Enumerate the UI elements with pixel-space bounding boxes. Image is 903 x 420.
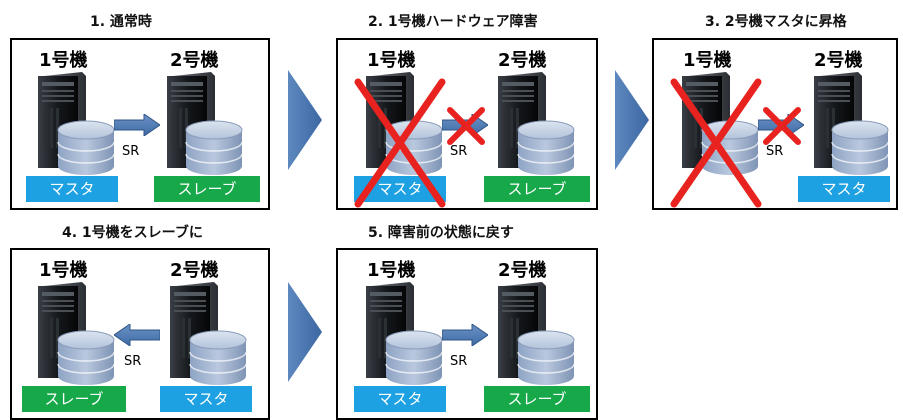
sr-label: SR <box>766 144 784 159</box>
sr-label: SR <box>124 354 142 369</box>
database-1-icon <box>56 120 116 176</box>
sr-label: SR <box>450 144 468 159</box>
chevron-right-icon <box>288 282 322 382</box>
database-1-icon <box>384 330 444 386</box>
server-2-label: 2号機 <box>498 260 547 281</box>
server-1-label: 1号機 <box>39 50 88 71</box>
server-2-role-badge: スレーブ <box>484 386 590 412</box>
replication-broken-cross-icon <box>763 107 801 145</box>
failure-cross-icon <box>670 78 762 208</box>
database-2-icon <box>516 330 576 386</box>
database-2-icon <box>830 120 890 176</box>
step-4-title: 4. 1号機をスレーブに <box>62 225 203 241</box>
database-2-icon <box>516 120 576 176</box>
database-2-icon <box>184 120 244 176</box>
server-2-role-badge: マスタ <box>160 386 252 412</box>
server-1-role-badge: マスタ <box>26 176 118 202</box>
step-3-title: 3. 2号機マスタに昇格 <box>705 14 847 30</box>
step-2-panel: 1号機 2号機 SR マスタ スレーブ <box>336 38 598 210</box>
server-2-label: 2号機 <box>170 50 219 71</box>
server-1-label: 1号機 <box>683 50 732 71</box>
chevron-right-icon <box>288 70 322 170</box>
server-1-label: 1号機 <box>39 260 88 281</box>
failure-cross-icon <box>354 78 446 208</box>
sr-label: SR <box>450 354 468 369</box>
sr-label: SR <box>122 144 140 159</box>
step-5-title: 5. 障害前の状態に戻す <box>368 225 514 241</box>
replication-arrow-left-icon <box>114 324 160 346</box>
replication-arrow-right-icon <box>442 324 488 346</box>
server-2-role-badge: スレーブ <box>154 176 260 202</box>
server-2-role-badge: スレーブ <box>484 176 590 202</box>
step-1-title: 1. 通常時 <box>90 14 152 30</box>
step-1-panel: 1号機 2号機 SR マスタ スレーブ <box>10 38 270 210</box>
server-2-role-badge: マスタ <box>798 176 890 202</box>
server-1-label: 1号機 <box>367 260 416 281</box>
step-3-panel: 1号機 2号機 SR マスタ <box>652 38 898 210</box>
step-2-title: 2. 1号機ハードウェア障害 <box>368 14 538 30</box>
server-2-label: 2号機 <box>498 50 547 71</box>
database-1-icon <box>56 330 116 386</box>
step-4-panel: 1号機 2号機 SR スレーブ マスタ <box>10 248 270 420</box>
server-1-label: 1号機 <box>367 50 416 71</box>
server-2-label: 2号機 <box>170 260 219 281</box>
server-2-label: 2号機 <box>814 50 863 71</box>
chevron-right-icon <box>615 70 649 170</box>
server-1-role-badge: マスタ <box>354 386 446 412</box>
database-2-icon <box>188 330 248 386</box>
replication-arrow-right-icon <box>114 114 160 136</box>
replication-broken-cross-icon <box>447 107 485 145</box>
step-5-panel: 1号機 2号機 SR マスタ スレーブ <box>336 248 598 420</box>
server-1-role-badge: スレーブ <box>22 386 126 412</box>
